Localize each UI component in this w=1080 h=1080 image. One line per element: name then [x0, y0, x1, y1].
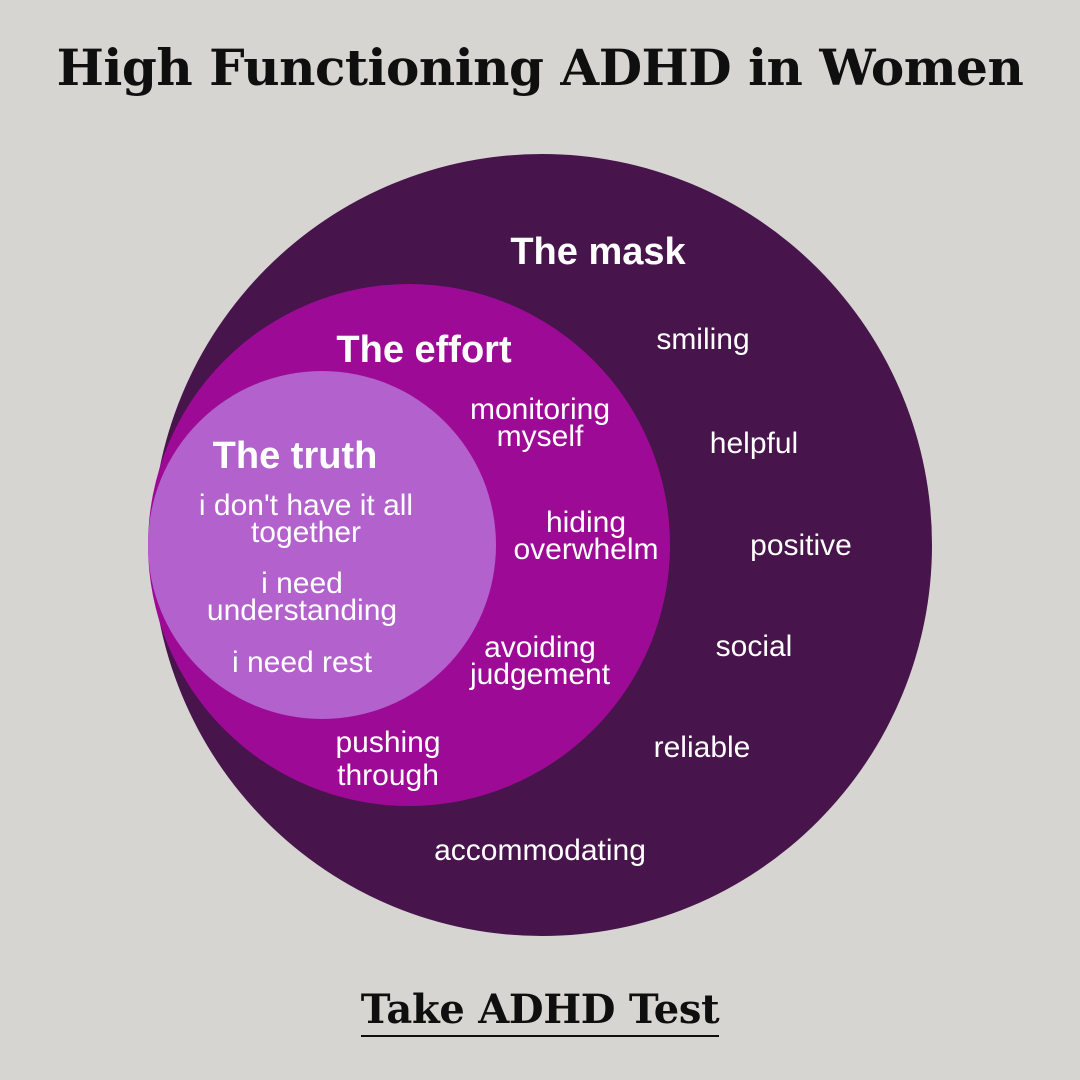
mask-item-positive: positive [750, 529, 852, 562]
truth-item-understanding: i need understanding [206, 567, 398, 627]
effort-item-monitoring-myself: monitoring myself [469, 393, 611, 453]
truth-circle [148, 371, 496, 719]
mask-item-social: social [715, 630, 793, 663]
cta-wrapper: Take ADHD Test [0, 986, 1080, 1037]
mask-item-reliable: reliable [653, 731, 751, 764]
truth-item-all-together: i don't have it all together [198, 489, 414, 549]
mask-heading: The mask [510, 231, 686, 273]
truth-item-rest: i need rest [231, 646, 373, 679]
mask-item-smiling: smiling [656, 323, 750, 356]
mask-item-accommodating: accommodating [434, 834, 646, 867]
truth-heading: The truth [212, 435, 378, 477]
page-title: High Functioning ADHD in Women [56, 38, 1024, 97]
effort-heading: The effort [336, 329, 512, 371]
take-adhd-test-link[interactable]: Take ADHD Test [360, 986, 720, 1037]
effort-item-avoiding-judgement: avoiding judgement [469, 631, 611, 691]
effort-item-pushing-through: pushing through [335, 726, 441, 792]
effort-item-hiding-overwhelm: hiding overwhelm [513, 506, 659, 566]
mask-item-helpful: helpful [709, 427, 799, 460]
